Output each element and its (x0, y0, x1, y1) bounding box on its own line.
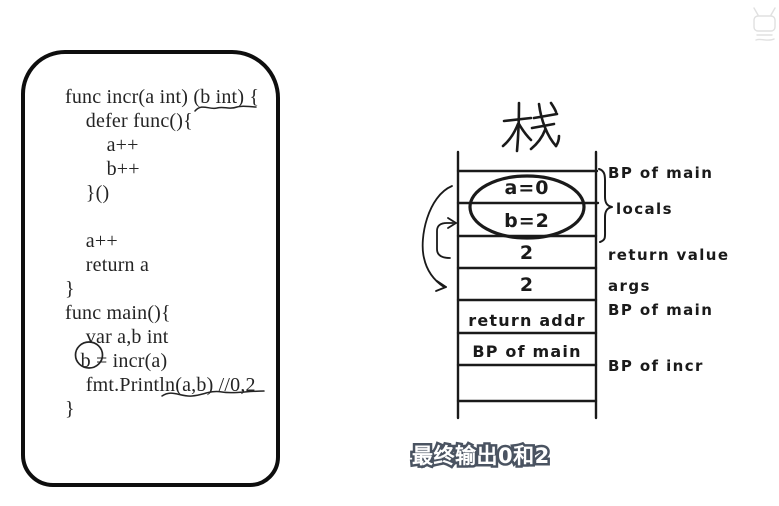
stack-cell-local-a: a=0 (504, 177, 550, 199)
stack-cell-saved-bp: BP of main (472, 342, 582, 361)
stack-label-return-value: return value (608, 246, 730, 264)
stack-label-bp-of-incr: BP of incr (608, 357, 704, 375)
stack-label-bp-of-main-mid: BP of main (608, 301, 714, 319)
subtitle-outline: 最终输出0和2 (410, 442, 552, 471)
stack-cell-args: 2 (519, 274, 535, 296)
stack-label-locals: locals (616, 200, 673, 218)
subtitle-text: 最终输出0和2 (412, 444, 550, 468)
stack-cell-return-value: 2 (519, 242, 535, 264)
stack-cell-return-addr: return addr (468, 311, 586, 330)
arrow-return-value-to-b (436, 217, 457, 259)
code-panel (21, 50, 280, 487)
stack-label-bp-of-main-top: BP of main (608, 164, 714, 182)
watermark-logo-icon (753, 7, 776, 41)
arrow-a-to-args (421, 185, 453, 292)
go-code: func incr(a int) (b int) { defer func(){… (65, 86, 260, 420)
stack-label-args: args (608, 277, 651, 295)
stack-title: 栈 (501, 98, 561, 154)
stack-cell-local-b: b=2 (504, 210, 550, 232)
